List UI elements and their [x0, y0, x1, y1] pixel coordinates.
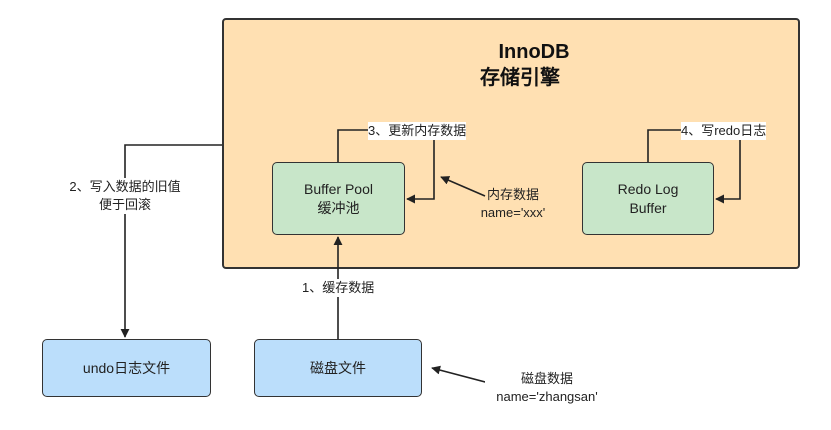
buffer-pool-box: Buffer Pool 缓冲池: [272, 162, 405, 235]
engine-title-line2: 存储引擎: [480, 67, 560, 89]
memory-data-note-line1: 内存数据: [486, 187, 539, 202]
step2-label-line1: 2、写入数据的旧值: [69, 179, 181, 194]
disk-file-label: 磁盘文件: [310, 359, 366, 376]
step2-label-line2: 便于回滚: [98, 197, 151, 212]
step1-label: 1、缓存数据: [302, 279, 375, 297]
disk-data-note: 磁盘数据 name='zhangsan': [485, 370, 609, 406]
step2-label: 2、写入数据的旧值 便于回滚: [62, 178, 188, 214]
disk-data-note-line2: name='zhangsan': [496, 389, 598, 404]
arrow-write-undo: [120, 144, 222, 338]
undo-log-file-label: undo日志文件: [82, 359, 171, 376]
disk-data-note-line1: 磁盘数据: [520, 371, 573, 386]
redo-log-buffer-label-line1: Redo Log: [617, 180, 679, 197]
engine-title-line1: InnoDB: [498, 41, 570, 63]
redo-log-buffer-label-line2: Buffer: [629, 199, 667, 216]
redo-log-buffer-box: Redo Log Buffer: [582, 162, 714, 235]
pointer-memory-data: [440, 176, 486, 197]
disk-file-box: 磁盘文件: [254, 339, 422, 397]
buffer-pool-label-line1: Buffer Pool: [303, 180, 373, 197]
memory-data-note: 内存数据 name='xxx': [470, 186, 556, 222]
step4-label: 4、写redo日志: [681, 122, 767, 140]
engine-title: InnoDB 存储引擎: [224, 39, 798, 91]
buffer-pool-label-line2: 缓冲池: [317, 199, 360, 216]
memory-data-note-line2: name='xxx': [480, 205, 546, 220]
step3-label: 3、更新内存数据: [368, 122, 467, 140]
undo-log-file-box: undo日志文件: [42, 339, 211, 397]
